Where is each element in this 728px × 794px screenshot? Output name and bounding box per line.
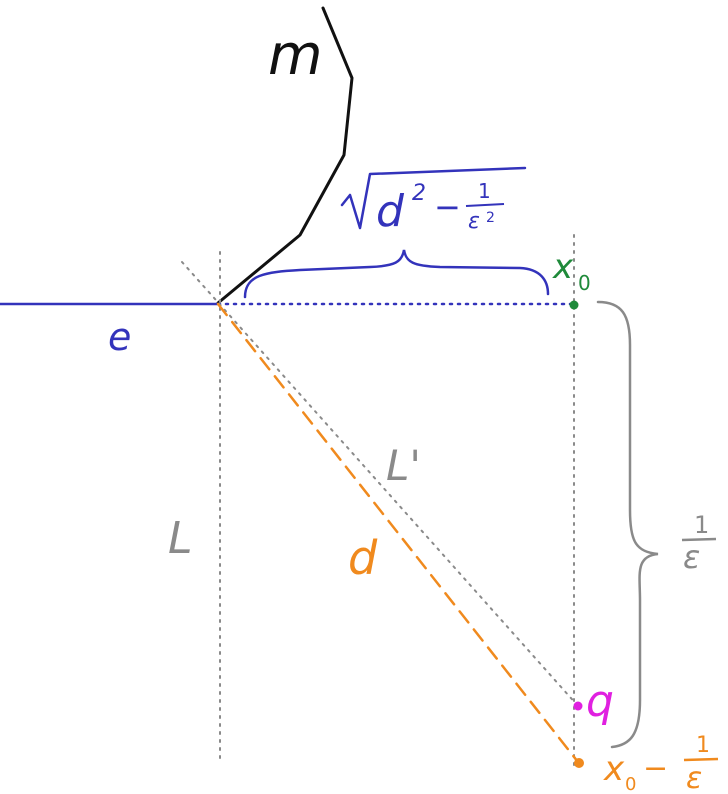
vertical-brace xyxy=(596,300,659,749)
gray-epsilon: ε xyxy=(683,538,700,576)
sqrt-epsilon: ε xyxy=(468,209,480,234)
point-bottom xyxy=(574,758,584,768)
bottom-epsilon: ε xyxy=(686,761,702,794)
horizontal-brace xyxy=(243,249,550,299)
label-L-prime: L' xyxy=(386,441,421,490)
label-x0-sub: 0 xyxy=(578,271,591,295)
bottom-x: x xyxy=(603,749,625,789)
bottom-sub: 0 xyxy=(625,774,636,794)
label-e: e xyxy=(108,315,131,359)
sqrt-minus: − xyxy=(434,188,461,226)
sqrt-sign xyxy=(340,166,527,230)
sqrt-d: d xyxy=(376,186,405,237)
label-x0: x xyxy=(552,247,574,287)
dashed-line-d xyxy=(216,302,580,764)
label-d: d xyxy=(348,531,378,585)
bottom-frac-bar xyxy=(683,757,719,762)
bottom-minus: − xyxy=(643,751,668,786)
curve-m xyxy=(216,6,354,305)
bottom-one: 1 xyxy=(696,733,710,758)
point-q xyxy=(573,701,583,711)
label-L: L xyxy=(168,513,193,564)
sqrt-frac-bar xyxy=(465,203,505,207)
point-x0 xyxy=(569,300,579,310)
label-m: m xyxy=(268,23,323,88)
gray-frac-bar xyxy=(681,537,717,542)
dotted-diagonal-L-prime xyxy=(181,261,579,707)
gray-one: 1 xyxy=(694,511,709,539)
label-q: q xyxy=(586,676,614,727)
sqrt-one: 1 xyxy=(478,179,491,203)
sqrt-exp: 2 xyxy=(412,181,426,206)
sqrt-epsilon-exp: 2 xyxy=(486,210,495,226)
